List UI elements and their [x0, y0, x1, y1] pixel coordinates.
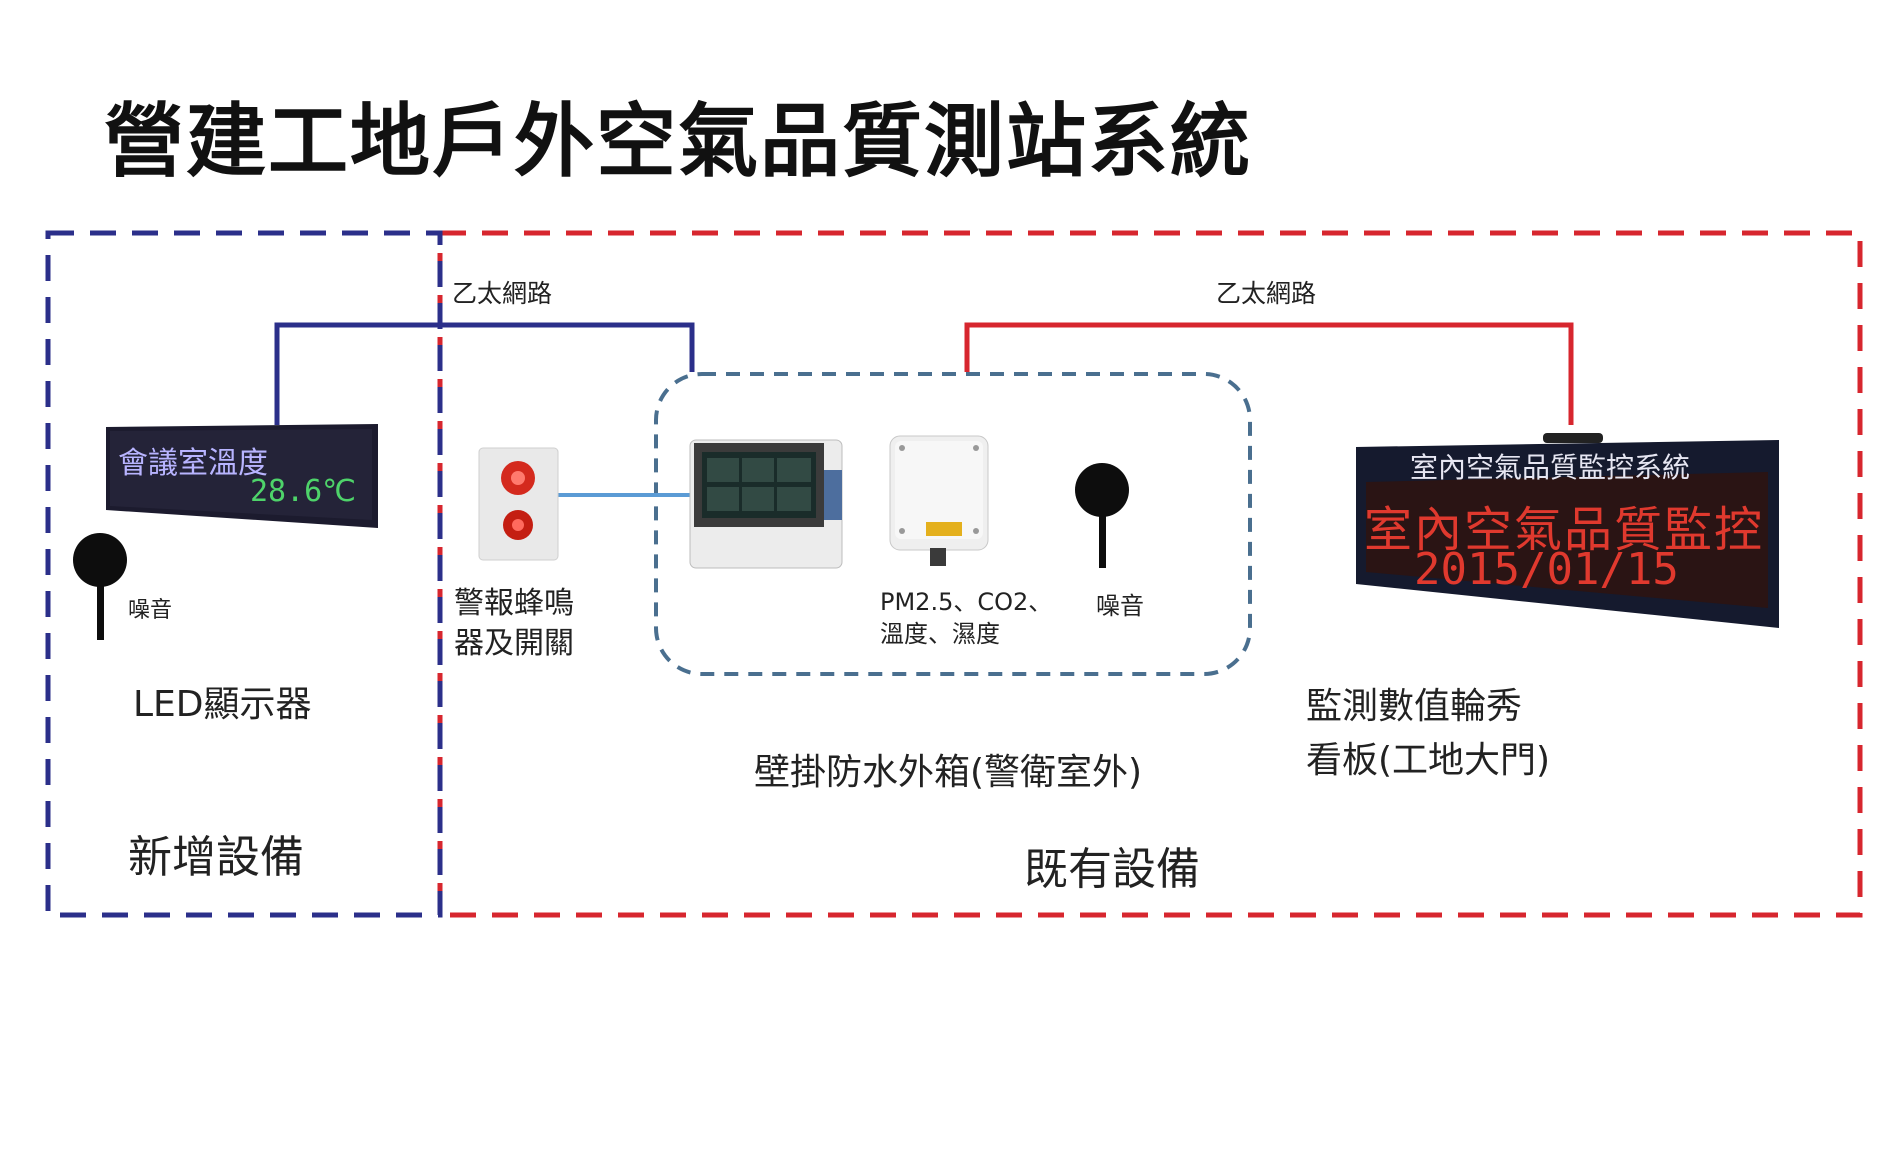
enclosure-label: 壁掛防水外箱(警衛室外) [754, 752, 1143, 793]
page-title: 營建工地戶外空氣品質測站系統 [104, 95, 1252, 188]
existing-equipment-label: 既有設備 [1024, 844, 1200, 895]
sensor-box-image [889, 435, 989, 566]
billboard-screen-line2: 2015/01/15 [1414, 544, 1679, 595]
new-equipment-region [45, 230, 443, 918]
billboard-image [1356, 433, 1779, 628]
billboard-screen-header: 室內空氣品質監控系統 [1410, 451, 1691, 484]
ethernet-link-right [964, 322, 1574, 425]
network-label-right: 乙太網路 [1216, 279, 1317, 308]
network-label-left: 乙太網路 [452, 279, 553, 308]
alarm-box-image [478, 447, 559, 561]
billboard-screen-line1: 室內空氣品質監控 [1364, 502, 1765, 558]
billboard-label-line1: 監測數值輪秀 [1306, 686, 1523, 727]
alarm-label-line2: 器及開關 [454, 626, 574, 661]
enclosure-region [654, 372, 1252, 676]
sensor-label-line1: PM2.5、CO2、 [880, 588, 1053, 616]
led-screen-line2: 28.6℃ [250, 474, 356, 509]
alarm-label-line1: 警報蜂鳴 [454, 586, 574, 621]
alarm-label: 警報蜂鳴 器及開關 [454, 584, 574, 664]
controller-image [689, 439, 843, 569]
sensor-label-line2: 溫度、濕度 [880, 620, 1000, 648]
new-equipment-label: 新增設備 [128, 832, 304, 883]
led-display-image [106, 424, 378, 528]
noise-left-label: 噪音 [128, 598, 173, 623]
ethernet-link-left [274, 322, 695, 425]
sensor-label: PM2.5、CO2、 溫度、濕度 [880, 586, 1052, 650]
noise-left-mic-image [73, 533, 127, 640]
led-display-label: LED顯示器 [133, 684, 312, 725]
noise-right-label: 噪音 [1096, 592, 1144, 620]
billboard-label-line2: 看板(工地大門) [1306, 740, 1551, 781]
led-screen-line1: 會議室溫度 [118, 446, 268, 481]
billboard-label: 監測數值輪秀 看板(工地大門) [1306, 680, 1550, 788]
noise-right-mic-image [1075, 463, 1129, 568]
